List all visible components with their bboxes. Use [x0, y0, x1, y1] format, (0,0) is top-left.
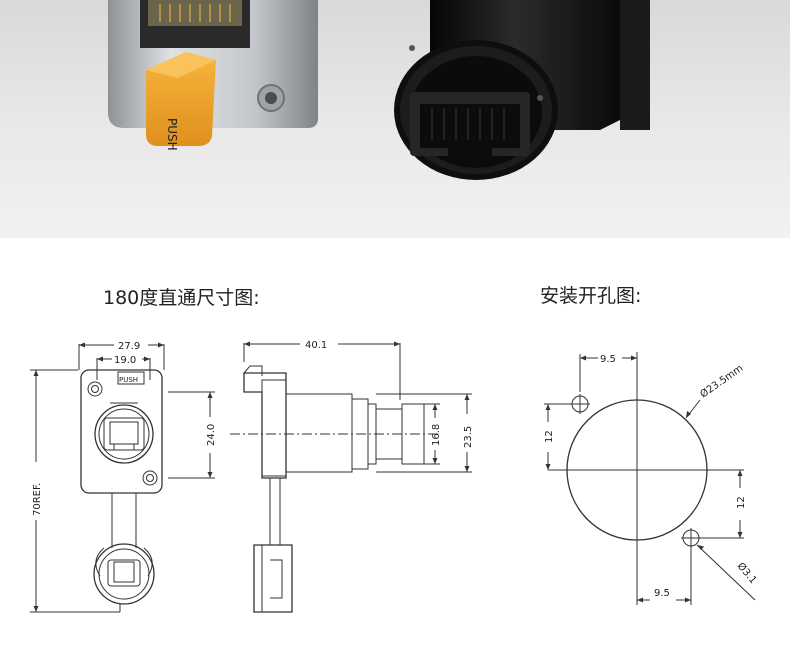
dim-total: 70REF. [32, 483, 43, 516]
front-view [30, 344, 215, 613]
latch-text: PUSH [165, 118, 179, 151]
dim-height: 24.0 [206, 424, 217, 446]
hole-dim-top: 9.5 [600, 354, 616, 365]
side-view [230, 343, 472, 613]
hole-dim-bottom: 9.5 [654, 588, 670, 599]
hole-dim-main-diameter: Ø23.5mm [698, 362, 746, 400]
connector-photo-illustration: PUSH [108, 0, 650, 180]
black-connector [394, 0, 650, 180]
mounting-hole-heading: 安装开孔图: [540, 285, 642, 307]
hole-view [544, 352, 756, 605]
front-latch-label: PUSH [119, 376, 138, 384]
dim-inner: 16.8 [431, 424, 442, 446]
hole-dim-small-diameter: Ø3.1 [735, 560, 759, 586]
push-latch: PUSH [146, 52, 216, 151]
technical-drawings: 180度直通尺寸图: 安装开孔图: [0, 238, 790, 650]
drawing-canvas: 27.9 19.0 24.0 70REF. PUSH 40.1 16.8 23.… [30, 340, 759, 613]
dim-outer: 23.5 [463, 426, 474, 448]
hole-dim-right: 12 [736, 496, 747, 509]
dim-width-inner: 19.0 [114, 355, 136, 366]
straight-through-heading: 180度直通尺寸图: [103, 287, 260, 309]
product-photo: PUSH [0, 0, 790, 238]
hole-dim-left: 12 [544, 430, 555, 443]
dim-width-outer: 27.9 [118, 341, 140, 352]
dim-length: 40.1 [305, 340, 327, 351]
